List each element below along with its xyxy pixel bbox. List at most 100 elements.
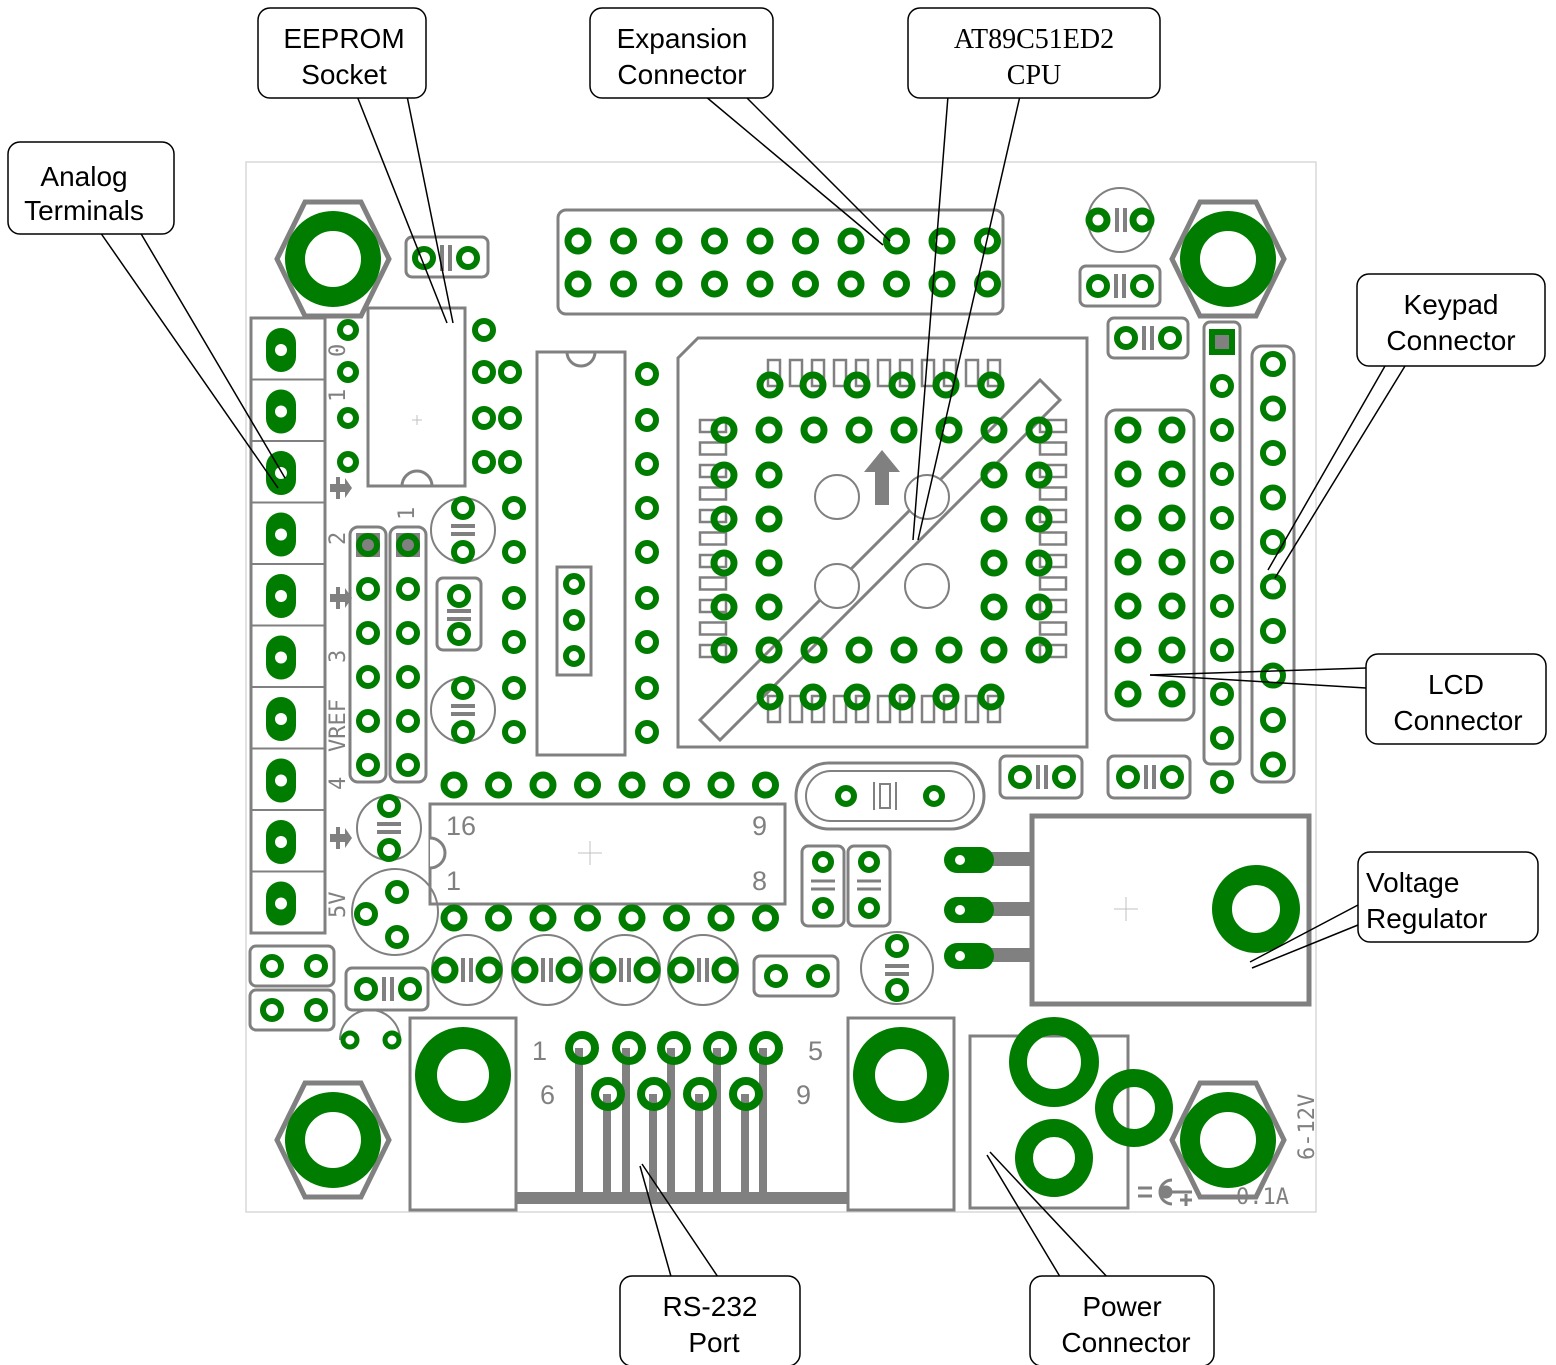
header-pad (1210, 682, 1234, 706)
cpu-pad (980, 416, 1008, 444)
keypad-pad (1260, 529, 1286, 555)
cpu-pad (888, 683, 916, 711)
keypad-connector (1250, 344, 1296, 784)
jumper-pad (396, 753, 420, 777)
db9-pad (591, 1077, 625, 1111)
ic-pad (574, 904, 601, 932)
db9-pad (657, 1031, 691, 1065)
cpu-pad (799, 683, 827, 711)
db9-pin-5-label: 5 (808, 1036, 823, 1066)
analog-arrows (330, 477, 352, 849)
lcd-connector-line2: Connector (1393, 705, 1522, 736)
pad (472, 450, 496, 474)
cpu-pad (977, 683, 1005, 711)
cpu-pad (1025, 636, 1053, 664)
analog-label-3: 3 (326, 650, 351, 663)
cpu-pad (980, 461, 1008, 489)
lcd-pad (1158, 548, 1186, 576)
expansion-pad (564, 270, 592, 298)
eeprom-left-pads (337, 319, 359, 473)
cpu-pad (845, 636, 873, 664)
cap-pad (511, 956, 539, 984)
lcd-pad (1158, 504, 1186, 532)
voltage-regulator-line2: Regulator (1366, 903, 1487, 934)
jumper-label-1: 1 (395, 507, 420, 520)
rs232-port-line2: Port (688, 1327, 740, 1358)
electrolytic-caps-bottom (431, 934, 739, 1006)
header-pad (1210, 418, 1234, 442)
pad (472, 360, 496, 384)
header-pad (1210, 726, 1234, 750)
cap-pad (555, 956, 583, 984)
keypad-pad (1260, 351, 1286, 377)
expansion-pad (837, 270, 865, 298)
callout-power-connector: Power Connector (1029, 1275, 1215, 1365)
jumper-pad (356, 533, 380, 557)
header-pad (1210, 550, 1234, 574)
header-pad (1210, 594, 1234, 618)
ic-pin-9-label: 9 (752, 811, 767, 841)
expansion-pad (837, 227, 865, 255)
cpu-pad (755, 416, 783, 444)
keypad-pad (1260, 707, 1286, 733)
expansion-pad (974, 270, 1001, 298)
expansion-pad (974, 227, 1001, 255)
cpu-pad (799, 371, 827, 399)
jumper-pad (396, 665, 420, 689)
jumper-pad (356, 665, 380, 689)
callout-voltage-regulator: Voltage Regulator (1357, 851, 1539, 943)
lcd-pad (1114, 548, 1142, 576)
mounting-hole-top-left (274, 199, 392, 319)
expansion-connector (556, 208, 1005, 316)
analog-label-0: 0 (326, 344, 351, 357)
cpu-pad (935, 416, 963, 444)
ic-pad (485, 771, 512, 799)
jumper-pad (396, 533, 420, 557)
pad (498, 450, 522, 474)
db9-pad (637, 1077, 671, 1111)
capacitor-c1 (404, 235, 490, 279)
pad (502, 676, 526, 700)
ic-pin-8-label: 8 (752, 866, 767, 896)
crystal (794, 761, 986, 831)
expansion-pad (746, 227, 774, 255)
eeprom-socket-line2: Socket (301, 59, 387, 90)
callout-rs232-port: RS-232 Port (619, 1275, 801, 1365)
expansion-pad (792, 270, 819, 298)
sip-header (1202, 320, 1242, 794)
header-pad (1210, 462, 1234, 486)
cpu-pad (710, 636, 738, 664)
keypad-pad (1260, 751, 1286, 778)
jumper-pad (356, 709, 380, 733)
callout-cpu: AT89C51ED2 CPU (907, 7, 1161, 99)
cpu-pad (935, 636, 963, 664)
lcd-pad (1158, 680, 1186, 708)
db9-pin-1-label: 1 (532, 1036, 547, 1066)
cpu-pad (756, 683, 784, 711)
lcd-pad (1114, 592, 1142, 620)
pad (635, 630, 659, 654)
rs232-port-line1: RS-232 (663, 1291, 758, 1322)
lcd-pad (1114, 460, 1142, 488)
pad (635, 408, 659, 432)
header-pad (1210, 506, 1234, 530)
pad (498, 360, 522, 384)
jumper-pad (356, 753, 380, 777)
cpu-pad (755, 593, 783, 621)
cpu-pad (800, 416, 828, 444)
analog-label-4: 4 (326, 777, 351, 790)
lcd-pad (1114, 680, 1142, 708)
dip-ic-16: 16 9 1 8 (428, 771, 787, 932)
leader-lines (99, 95, 1406, 1281)
cpu-pad (845, 416, 873, 444)
pad (502, 496, 526, 520)
eeprom-socket (366, 306, 467, 488)
analog-terminals-line1: Analog (40, 161, 127, 192)
cpu-line1: AT89C51ED2 (954, 24, 1114, 55)
cap-pad (667, 956, 695, 984)
ic-pad (663, 904, 690, 932)
lcd-pad (1114, 504, 1142, 532)
cpu-pad (890, 636, 918, 664)
pad (635, 720, 659, 744)
cap-pad (633, 956, 661, 984)
